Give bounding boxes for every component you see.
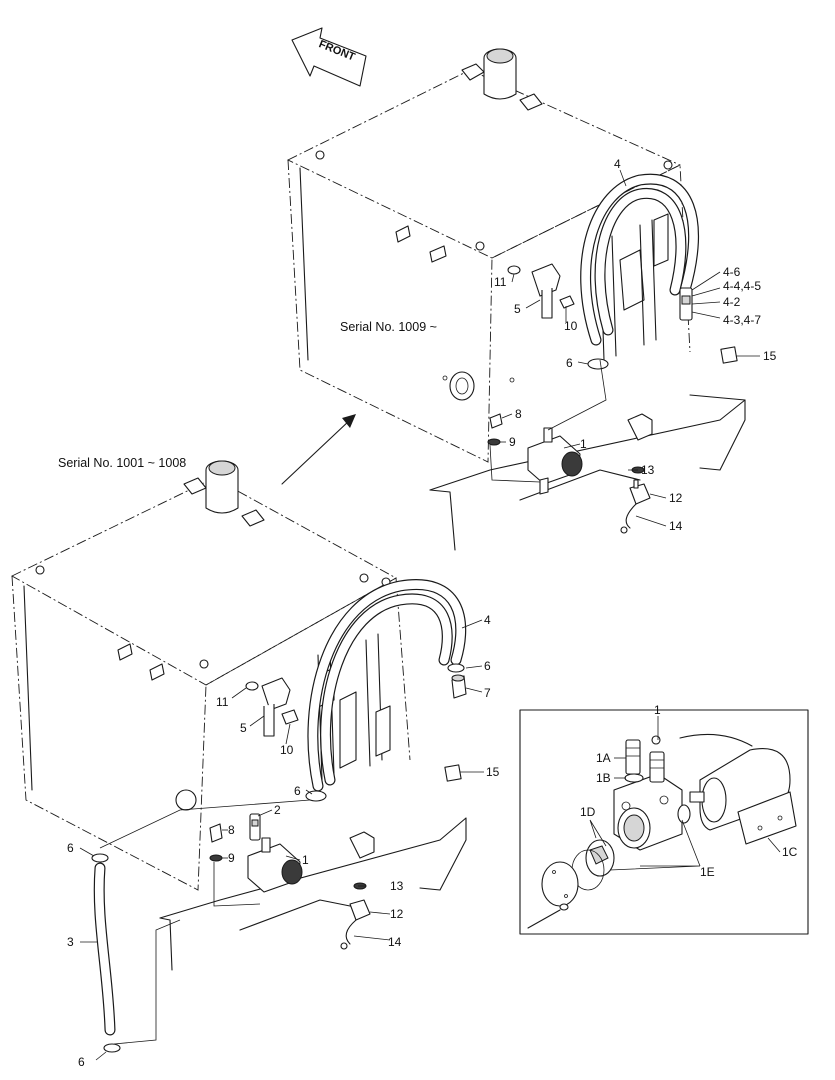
callout-detail-1: 1 — [654, 703, 661, 717]
callout-lower-11: 11 — [216, 695, 229, 709]
callout-lower-15: 15 — [486, 765, 500, 779]
callout-detail-1E: 1E — [700, 865, 715, 879]
callout-lower-2: 2 — [274, 803, 281, 817]
front-arrow-icon: FRONT — [291, 27, 367, 87]
callout-upper-6: 6 — [566, 356, 573, 370]
callout-lower-12: 12 — [390, 907, 404, 921]
callout-lower-6c-bottom: 6 — [78, 1055, 85, 1069]
serial-note-upper: Serial No. 1009 ~ — [340, 320, 437, 334]
callout-upper-15: 15 — [763, 349, 777, 363]
callout-upper-4: 4 — [614, 157, 621, 171]
pump-detail-box — [519, 709, 809, 935]
callout-detail-1B: 1B — [596, 771, 611, 785]
callout-lower-5: 5 — [240, 721, 247, 735]
upper-hydraulic-tank — [286, 48, 746, 551]
callout-lower-10: 10 — [280, 743, 294, 757]
callout-upper-13: 13 — [641, 463, 655, 477]
callout-upper-5: 5 — [514, 302, 521, 316]
callout-upper-4-2: 4-2 — [723, 295, 741, 309]
callout-lower-1: 1 — [302, 853, 309, 867]
callout-detail-1D: 1D — [580, 805, 596, 819]
callout-upper-8: 8 — [515, 407, 522, 421]
callout-upper-9: 9 — [509, 435, 516, 449]
lower-leader-lines — [79, 619, 484, 1061]
serial-note-lower: Serial No. 1001 ~ 1008 — [58, 456, 186, 470]
callout-lower-7: 7 — [484, 686, 491, 700]
callout-lower-3: 3 — [67, 935, 74, 949]
callout-detail-1A: 1A — [596, 751, 611, 765]
callout-lower-13: 13 — [390, 879, 404, 893]
upper-leader-lines — [500, 169, 760, 527]
upper-callouts: 4 4-6 4-4,4-5 4-2 4-3,4-7 11 5 10 15 6 8… — [494, 157, 777, 533]
callout-lower-14: 14 — [388, 935, 402, 949]
lower-hydraulic-tank — [11, 460, 467, 1053]
callout-lower-6b: 6 — [294, 784, 301, 798]
callout-lower-6c-top: 6 — [67, 841, 74, 855]
callout-upper-1: 1 — [580, 437, 587, 451]
lower-callouts: 4 6 7 11 5 10 15 6 2 8 9 1 6 3 13 12 14 … — [67, 613, 500, 1069]
callout-upper-11: 11 — [494, 275, 507, 289]
callout-upper-4-3-4-7: 4-3,4-7 — [723, 313, 761, 327]
detail-callouts: 1 1A 1B 1D 1E 1C — [580, 703, 798, 879]
callout-upper-12: 12 — [669, 491, 683, 505]
callout-upper-10: 10 — [564, 319, 578, 333]
callout-lower-9: 9 — [228, 851, 235, 865]
callout-upper-4-4-4-5: 4-4,4-5 — [723, 279, 761, 293]
view-transition-arrow-icon — [281, 414, 356, 485]
callout-lower-6a: 6 — [484, 659, 491, 673]
callout-upper-4-6: 4-6 — [723, 265, 741, 279]
callout-lower-4: 4 — [484, 613, 491, 627]
callout-detail-1C: 1C — [782, 845, 798, 859]
callout-lower-8: 8 — [228, 823, 235, 837]
callout-upper-14: 14 — [669, 519, 683, 533]
